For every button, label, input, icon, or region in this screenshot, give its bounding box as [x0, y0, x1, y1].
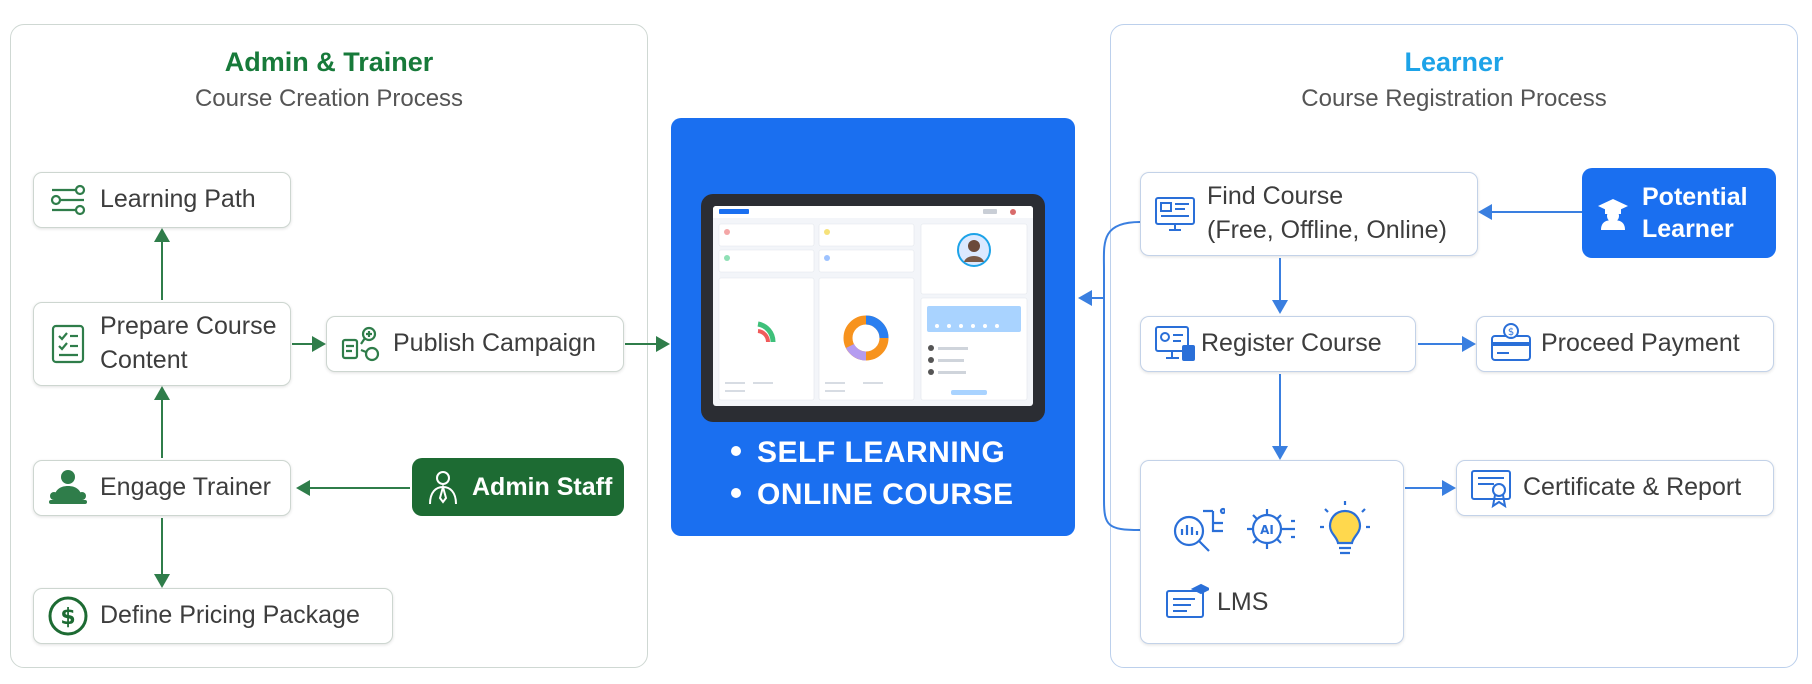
publish-campaign-step: Publish Campaign: [326, 316, 624, 372]
define-pricing-step: $ Define Pricing Package: [33, 588, 393, 644]
learner-panel-title: Learner: [1404, 47, 1504, 77]
dollar-icon: $: [46, 594, 90, 638]
define-pricing-label: Define Pricing Package: [100, 601, 360, 630]
svg-text:AI: AI: [1260, 523, 1274, 537]
campaign-icon: [339, 322, 383, 366]
lms-step: AI LMS: [1140, 460, 1404, 644]
find-course-label-line2: (Free, Offline, Online): [1207, 216, 1447, 244]
potential-learner-actor: Potential Learner: [1582, 168, 1776, 258]
lms-monitor-icon: [1165, 583, 1212, 623]
dashboard-screenshot: [713, 206, 1033, 406]
engage-trainer-label: Engage Trainer: [100, 473, 271, 502]
admin-panel-title: Admin & Trainer: [224, 47, 434, 77]
register-course-label: Register Course: [1201, 329, 1382, 358]
route-icon: [46, 178, 90, 222]
prepare-content-label-line1: Prepare Course: [100, 312, 277, 341]
staff-person-icon: [424, 468, 462, 506]
prepare-content-label-line2: Content: [100, 346, 188, 374]
proceed-payment-step: $ Proceed Payment: [1476, 316, 1774, 372]
lightbulb-icon: [1317, 499, 1373, 559]
bullet-text-1: SELF LEARNING: [757, 436, 1006, 469]
potential-learner-label-line1: Potential: [1642, 182, 1748, 211]
engage-trainer-step: Engage Trainer: [33, 460, 291, 516]
center-product-card: SELF LEARNING ONLINE COURSE: [671, 118, 1075, 536]
find-course-label-line1: Find Course: [1207, 182, 1344, 211]
admin-panel-subtitle: Course Creation Process: [194, 85, 464, 112]
dashboard-preview-graphic: [713, 206, 1033, 401]
learning-path-label: Learning Path: [100, 185, 256, 214]
svg-text:$: $: [60, 605, 75, 630]
publish-campaign-label: Publish Campaign: [393, 329, 596, 358]
checklist-icon: [46, 322, 90, 366]
learner-panel-subtitle: Course Registration Process: [1301, 85, 1607, 112]
laptop-mockup: [701, 194, 1045, 422]
ai-chip-icon: AI: [1243, 501, 1299, 557]
trainer-icon: [46, 466, 90, 510]
center-bullet-self-learning: SELF LEARNING: [731, 436, 1005, 470]
potential-learner-label-line2: Learner: [1642, 215, 1734, 243]
course-catalog-icon: [1153, 192, 1197, 236]
certificate-report-label: Certificate & Report: [1523, 473, 1742, 502]
analytics-icon: [1169, 501, 1227, 557]
svg-text:$: $: [1508, 327, 1514, 338]
certificate-icon: [1469, 466, 1513, 510]
lms-label-row: LMS: [1165, 583, 1268, 623]
find-course-step: Find Course (Free, Offline, Online): [1140, 172, 1478, 256]
admin-staff-actor: Admin Staff: [412, 458, 624, 516]
lms-label: LMS: [1217, 588, 1269, 617]
learning-path-step: Learning Path: [33, 172, 291, 228]
register-computer-icon: [1153, 322, 1197, 366]
prepare-content-step: Prepare Course Content: [33, 302, 291, 386]
graduate-icon: [1596, 196, 1630, 230]
register-course-step: Register Course: [1140, 316, 1416, 372]
admin-staff-label: Admin Staff: [472, 472, 613, 501]
payment-card-icon: $: [1489, 322, 1533, 366]
proceed-payment-label: Proceed Payment: [1541, 329, 1740, 358]
certificate-report-step: Certificate & Report: [1456, 460, 1774, 516]
center-bullet-online-course: ONLINE COURSE: [731, 478, 1014, 512]
bullet-text-2: ONLINE COURSE: [757, 478, 1014, 511]
